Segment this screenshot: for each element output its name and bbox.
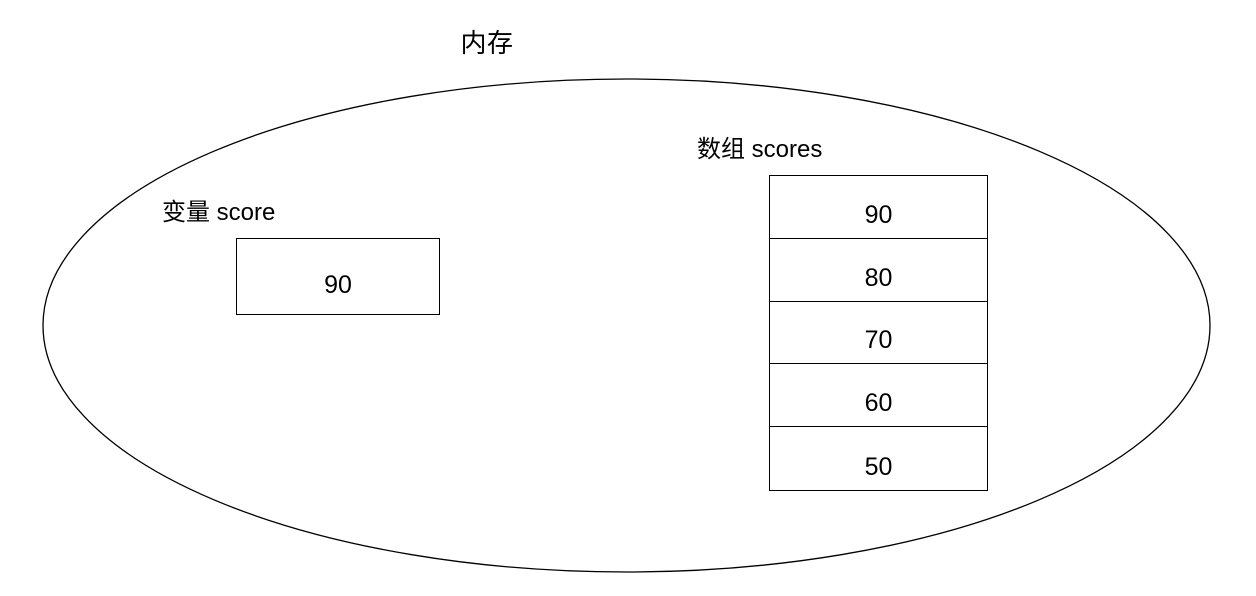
variable-label: 变量 score — [162, 199, 276, 226]
variable-box: 90 — [236, 238, 440, 315]
array-cell-value: 70 — [864, 326, 893, 355]
array-cell: 70 — [770, 302, 987, 365]
memory-ellipse-shape — [42, 78, 1211, 573]
array-cell-value: 90 — [864, 200, 893, 229]
array-cell: 90 — [770, 176, 987, 239]
variable-value: 90 — [324, 271, 352, 299]
array-table: 90 80 70 60 50 — [769, 175, 988, 491]
array-cell: 60 — [770, 364, 987, 428]
array-label: 数组 scores — [697, 136, 823, 163]
array-cell-value: 60 — [864, 389, 893, 418]
array-cell-value: 50 — [864, 452, 893, 481]
array-cell: 50 — [770, 427, 987, 490]
array-cell-value: 80 — [864, 263, 893, 292]
page-title: 内存 — [460, 28, 514, 58]
array-cell: 80 — [770, 239, 987, 302]
